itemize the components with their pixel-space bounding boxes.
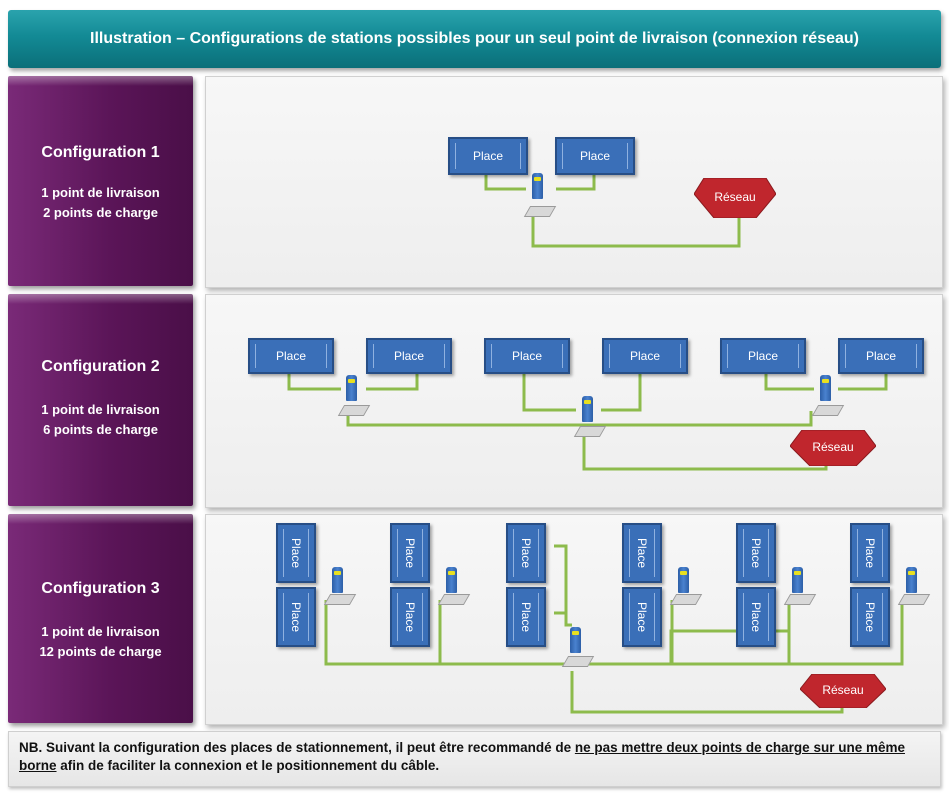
config-1-place-2: Place xyxy=(555,137,635,175)
config-2-place-1: Place xyxy=(248,338,334,374)
place-label: Place xyxy=(629,349,661,363)
reseau-shape-icon xyxy=(790,430,876,466)
config-3-charging-station-5 xyxy=(792,567,803,593)
config-2-name: Configuration 2 xyxy=(41,358,160,375)
place-label: Place xyxy=(403,537,417,569)
place-label: Place xyxy=(747,349,779,363)
config-1-line2: 2 points de charge xyxy=(43,205,158,220)
config-2-charging-station-3 xyxy=(820,375,831,401)
place-label: Place xyxy=(579,149,611,163)
note-text-part1: NB. Suivant la configuration des places … xyxy=(19,740,575,755)
config-3-charging-station-4 xyxy=(678,567,689,593)
config-3-place-8: Place xyxy=(622,587,662,647)
config-3-reseau: Réseau xyxy=(800,674,886,708)
config-1-wires xyxy=(484,172,741,248)
config-3-charging-station-2 xyxy=(446,567,457,593)
place-label: Place xyxy=(863,601,877,633)
reseau-label: Réseau xyxy=(812,440,854,454)
config-3-place-6: Place xyxy=(506,587,546,647)
config-3-charging-station-1 xyxy=(332,567,343,593)
place-label: Place xyxy=(865,349,897,363)
place-label: Place xyxy=(635,537,649,569)
config-1-charging-station xyxy=(532,173,543,199)
config-3-label-panel: Configuration 3 1 point de livraison 12 … xyxy=(8,514,193,723)
place-label: Place xyxy=(519,537,533,569)
config-1-diagram-panel: Place Place Réseau xyxy=(205,76,943,288)
config-3-diagram-panel: Place Place Place Place Place Place Plac… xyxy=(205,514,943,725)
config-2-line2: 6 points de charge xyxy=(43,422,158,437)
place-label: Place xyxy=(511,349,543,363)
config-2-place-5: Place xyxy=(720,338,806,374)
config-2-line1: 1 point de livraison xyxy=(41,402,160,417)
config-1-reseau: Réseau xyxy=(694,178,776,218)
config-1-label-panel: Configuration 1 1 point de livraison 2 p… xyxy=(8,76,193,286)
config-2-wires xyxy=(287,373,888,471)
config-2-charging-station-1 xyxy=(346,375,357,401)
config-3-place-9: Place xyxy=(736,523,776,583)
config-3-place-7: Place xyxy=(622,523,662,583)
config-1-name: Configuration 1 xyxy=(41,144,160,161)
config-3-place-10: Place xyxy=(736,587,776,647)
place-label: Place xyxy=(289,537,303,569)
config-3-place-4: Place xyxy=(390,587,430,647)
reseau-shape-icon xyxy=(800,674,886,708)
reseau-label: Réseau xyxy=(714,190,756,204)
config-3-name: Configuration 3 xyxy=(41,580,160,597)
place-label: Place xyxy=(289,601,303,633)
config-2-place-4: Place xyxy=(602,338,688,374)
config-3-charging-station-6 xyxy=(906,567,917,593)
config-3-place-5: Place xyxy=(506,523,546,583)
config-3-line1: 1 point de livraison xyxy=(41,624,160,639)
place-label: Place xyxy=(275,349,307,363)
config-3-place-12: Place xyxy=(850,587,890,647)
config-3-place-2: Place xyxy=(276,587,316,647)
config-3-line2: 12 points de charge xyxy=(39,644,162,659)
place-label: Place xyxy=(749,537,763,569)
config-1-line1: 1 point de livraison xyxy=(41,185,160,200)
place-label: Place xyxy=(863,537,877,569)
note-text-part2: afin de faciliter la connexion et le pos… xyxy=(56,758,440,773)
place-label: Place xyxy=(749,601,763,633)
place-label: Place xyxy=(472,149,504,163)
config-3-place-3: Place xyxy=(390,523,430,583)
note-box: NB. Suivant la configuration des places … xyxy=(8,731,941,787)
place-label: Place xyxy=(393,349,425,363)
config-3-charging-station-3 xyxy=(570,627,581,653)
place-label: Place xyxy=(403,601,417,633)
reseau-shape-icon xyxy=(694,178,776,218)
config-2-label-panel: Configuration 2 1 point de livraison 6 p… xyxy=(8,294,193,506)
config-2-diagram-panel: Place Place Place Place Place Place Rése… xyxy=(205,294,943,508)
place-label: Place xyxy=(635,601,649,633)
reseau-label: Réseau xyxy=(822,683,864,697)
config-2-reseau: Réseau xyxy=(790,430,876,466)
config-3-place-11: Place xyxy=(850,523,890,583)
place-label: Place xyxy=(519,601,533,633)
config-2-place-6: Place xyxy=(838,338,924,374)
note-underlined-text: ne pas mettre deux points de charge sur … xyxy=(19,740,905,773)
title-banner: Illustration – Configurations de station… xyxy=(8,10,941,68)
config-2-place-3: Place xyxy=(484,338,570,374)
config-2-charging-station-2 xyxy=(582,396,593,422)
config-2-place-2: Place xyxy=(366,338,452,374)
config-3-place-1: Place xyxy=(276,523,316,583)
title-text: Illustration – Configurations de station… xyxy=(90,30,859,47)
config-1-place-1: Place xyxy=(448,137,528,175)
